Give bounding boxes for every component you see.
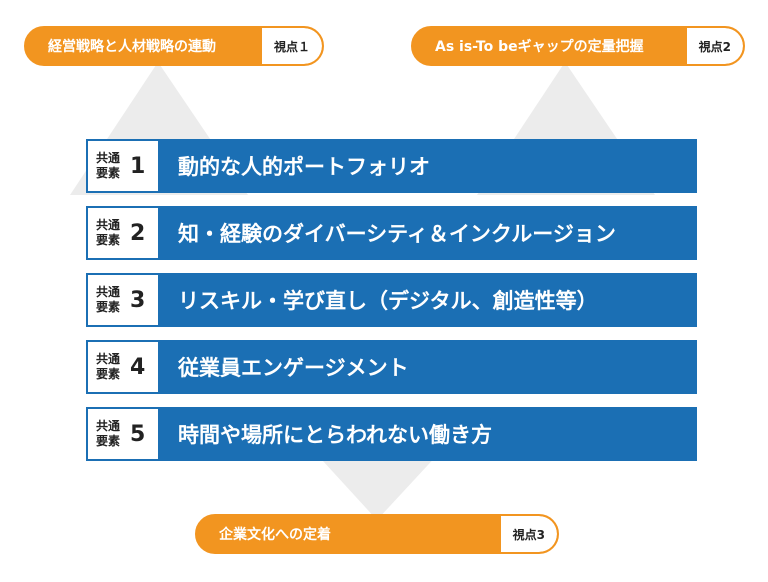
common-element-number: 3: [130, 287, 146, 313]
common-element-row-4: 共通要素 4 従業員エンゲージメント: [86, 340, 697, 394]
viewpoint-1-pill: 経営戦略と人材戦略の連動 視点１: [24, 26, 324, 66]
common-element-label: 共通要素: [96, 419, 121, 448]
common-element-title: 知・経験のダイバーシティ＆インクルージョン: [178, 222, 616, 246]
common-element-title: 時間や場所にとらわれない働き方: [178, 423, 492, 447]
viewpoint-2-tag: 視点2: [686, 28, 743, 64]
common-element-number: 2: [130, 220, 146, 246]
common-element-title: リスキル・学び直し（デジタル、創造性等）: [178, 289, 598, 313]
common-element-label: 共通要素: [96, 285, 121, 314]
common-element-title: 動的な人的ポートフォリオ: [178, 155, 430, 179]
viewpoint-2-label: As is-To beギャップの定量把握: [435, 39, 644, 55]
common-element-label: 共通要素: [96, 352, 121, 381]
common-element-tag: 共通要素 1: [88, 141, 158, 191]
common-element-row-2: 共通要素 2 知・経験のダイバーシティ＆インクルージョン: [86, 206, 697, 260]
viewpoint-3-label: 企業文化への定着: [219, 527, 331, 543]
viewpoint-1-label: 経営戦略と人材戦略の連動: [48, 39, 216, 55]
viewpoint-3-tag: 視点3: [500, 516, 557, 552]
common-element-tag: 共通要素 2: [88, 208, 158, 258]
common-element-title: 従業員エンゲージメント: [178, 356, 409, 380]
common-element-number: 5: [130, 421, 146, 447]
common-element-tag: 共通要素 4: [88, 342, 158, 392]
viewpoint-3-pill: 企業文化への定着 視点3: [195, 514, 559, 554]
common-element-tag: 共通要素 5: [88, 409, 158, 459]
viewpoint-1-tag: 視点１: [261, 28, 322, 64]
common-element-tag: 共通要素 3: [88, 275, 158, 325]
common-element-row-3: 共通要素 3 リスキル・学び直し（デジタル、創造性等）: [86, 273, 697, 327]
common-element-number: 4: [130, 354, 146, 380]
common-element-label: 共通要素: [96, 218, 121, 247]
viewpoint-2-pill: As is-To beギャップの定量把握 視点2: [411, 26, 745, 66]
common-element-number: 1: [130, 153, 146, 179]
common-element-row-1: 共通要素 1 動的な人的ポートフォリオ: [86, 139, 697, 193]
common-element-label: 共通要素: [96, 151, 121, 180]
common-element-row-5: 共通要素 5 時間や場所にとらわれない働き方: [86, 407, 697, 461]
